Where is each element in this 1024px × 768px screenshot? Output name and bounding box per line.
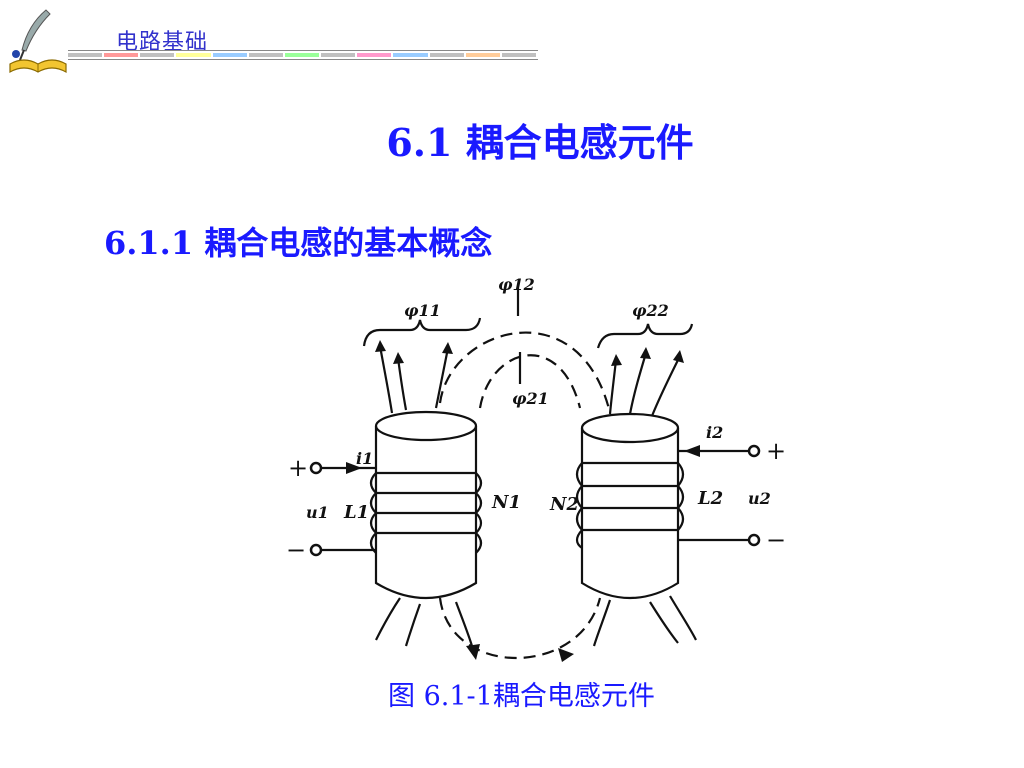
terminal-right-minus bbox=[747, 533, 761, 547]
header-bar-segment bbox=[212, 53, 249, 57]
left-core-body bbox=[374, 426, 478, 599]
label-phi12: φ12 bbox=[498, 275, 535, 294]
header-bar-segment bbox=[501, 53, 539, 57]
header-rule-bottom bbox=[68, 59, 538, 60]
header-bar-segment bbox=[104, 53, 141, 57]
header-color-bar bbox=[68, 50, 539, 60]
header-bar-segment bbox=[321, 53, 358, 57]
terminal-right-plus bbox=[747, 444, 761, 458]
label-i1: i1 bbox=[356, 449, 373, 468]
header-bar-segment bbox=[429, 53, 466, 57]
label-i2: i2 bbox=[706, 423, 723, 442]
label-N2: N2 bbox=[549, 494, 579, 515]
flux-path-phi21 bbox=[478, 354, 582, 409]
label-N1: N1 bbox=[491, 492, 521, 513]
header-bar-segment bbox=[176, 53, 213, 57]
label-phi22: φ22 bbox=[632, 301, 669, 320]
subsection-title: 6.1.1 耦合电感的基本概念 bbox=[104, 224, 493, 262]
left-core-top bbox=[374, 410, 478, 442]
label-minus-left: − bbox=[286, 536, 306, 564]
flux-path-bottom bbox=[438, 597, 602, 660]
header-bar-segment bbox=[248, 53, 285, 57]
header-bar-segment bbox=[465, 53, 502, 57]
label-L2: L2 bbox=[697, 488, 723, 509]
header-bar-segment bbox=[140, 53, 177, 57]
terminal-left-plus bbox=[309, 461, 323, 475]
label-phi21: φ21 bbox=[512, 389, 549, 408]
flux-path-phi12 bbox=[438, 331, 612, 414]
header-bar-segment bbox=[68, 53, 105, 57]
label-L1: L1 bbox=[343, 502, 369, 523]
coupled-inductor-diagram: φ11 φ12 φ21 φ22 i1 i2 u1 u2 L1 L2 N1 N2 … bbox=[286, 275, 786, 662]
header-rule-top bbox=[68, 50, 538, 51]
section-title: 6.1 耦合电感元件 bbox=[386, 120, 694, 165]
label-phi11: φ11 bbox=[404, 301, 441, 320]
label-plus-left: + bbox=[288, 454, 308, 482]
header-bar-segment bbox=[357, 53, 394, 57]
figure-caption: 图 6.1-1耦合电感元件 bbox=[388, 681, 655, 712]
right-core-body bbox=[580, 428, 680, 599]
header-bar-segment bbox=[284, 53, 322, 57]
label-plus-right: + bbox=[766, 437, 786, 465]
label-u2: u2 bbox=[748, 489, 771, 508]
label-u1: u1 bbox=[306, 503, 329, 522]
book-quill-icon bbox=[9, 9, 67, 74]
right-core-top bbox=[580, 412, 680, 444]
label-minus-right: − bbox=[766, 526, 786, 554]
header-bar-segment bbox=[393, 53, 430, 57]
terminal-left-minus bbox=[309, 543, 323, 557]
